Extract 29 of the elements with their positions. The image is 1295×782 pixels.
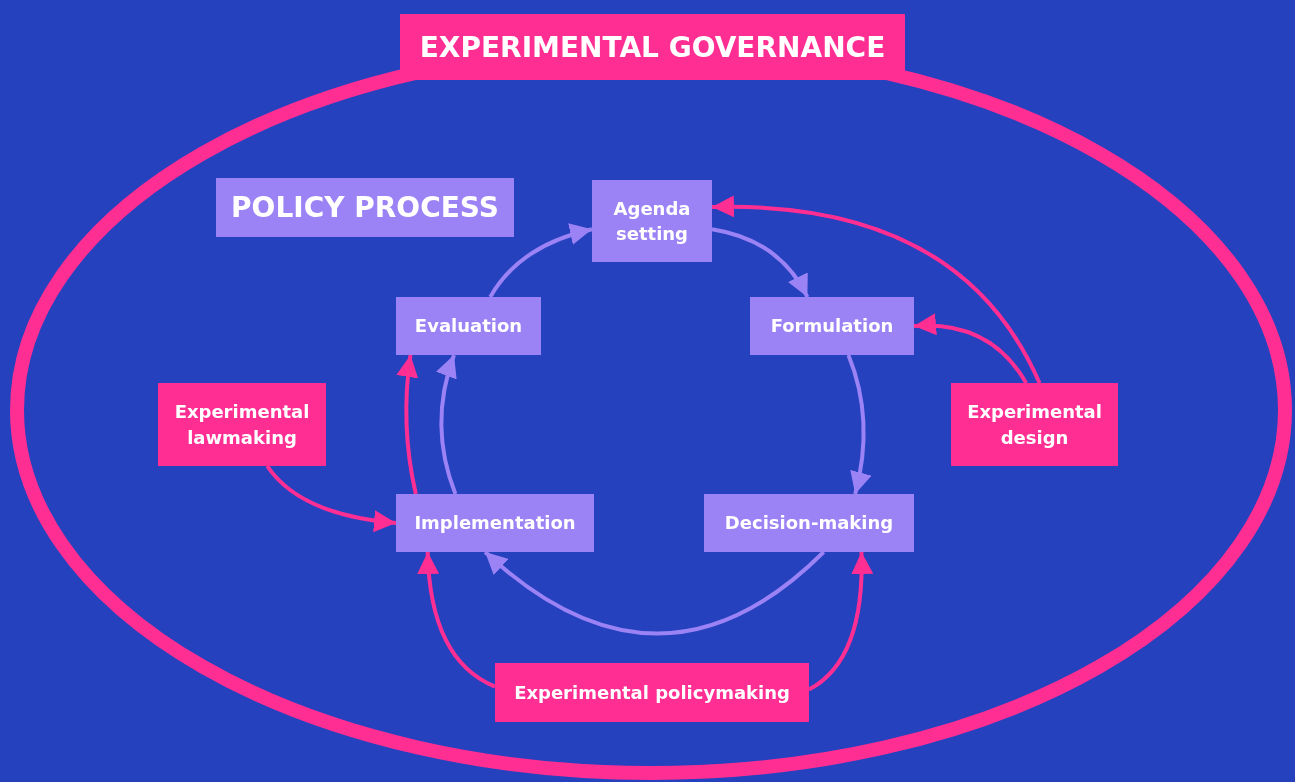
curved-arrow <box>711 227 810 298</box>
heading-banner: EXPERIMENTAL GOVERNANCE <box>400 14 905 80</box>
curved-arrow <box>396 354 419 495</box>
box-label: POLICY PROCESS <box>231 189 499 226</box>
process-box <box>704 494 914 552</box>
process-box <box>216 178 514 237</box>
box-label: Experimental lawmaking <box>173 400 311 450</box>
process-box <box>495 663 809 722</box>
box-label: Experimental design <box>966 400 1103 450</box>
box-label: Implementation <box>414 511 576 536</box>
box-label: Formulation <box>770 314 894 339</box>
curved-arrow <box>712 196 1042 384</box>
box-label: Decision-making <box>724 511 894 536</box>
curved-arrow <box>913 314 1028 385</box>
curved-arrow <box>436 354 458 495</box>
box-label: Agenda setting <box>612 196 692 246</box>
curved-arrow <box>483 550 826 636</box>
process-box <box>396 494 594 552</box>
process-box <box>396 297 541 355</box>
process-box <box>951 383 1118 466</box>
curved-arrow <box>417 551 496 689</box>
process-box <box>158 383 326 466</box>
curved-arrow <box>488 223 593 299</box>
curved-arrow <box>265 464 397 532</box>
curved-arrow <box>846 354 872 495</box>
box-label: Experimental policymaking <box>514 680 790 705</box>
process-box <box>750 297 914 355</box>
box-label: Evaluation <box>414 314 523 339</box>
process-box <box>592 180 712 262</box>
